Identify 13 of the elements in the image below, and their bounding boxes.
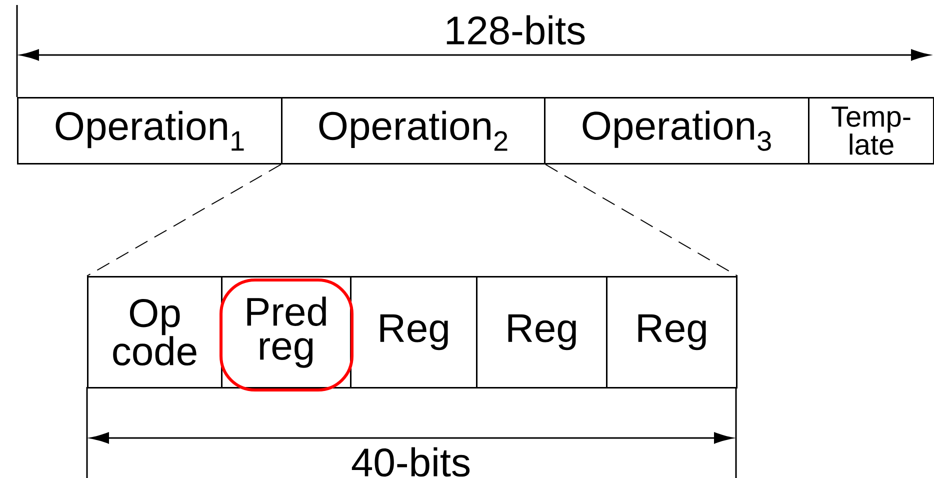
field-cell: Operation$_{3}$ — [544, 97, 810, 164]
dimension-label: 40-bits — [352, 447, 470, 477]
field-cell: Reg — [606, 276, 738, 388]
field-cell: Reg — [476, 276, 608, 388]
field-cell: Pred reg — [221, 276, 352, 388]
zoom-line — [545, 164, 738, 276]
field-cell: Operation$_{1}$ — [17, 97, 282, 164]
field-cell: Reg — [350, 276, 478, 388]
field-cell: Temp- late — [808, 97, 934, 164]
field-cell: Operation$_{2}$ — [281, 97, 546, 164]
zoom-line — [86, 164, 282, 276]
field-cell: Op code — [87, 276, 222, 388]
dimension-label: 128-bits — [446, 15, 585, 45]
